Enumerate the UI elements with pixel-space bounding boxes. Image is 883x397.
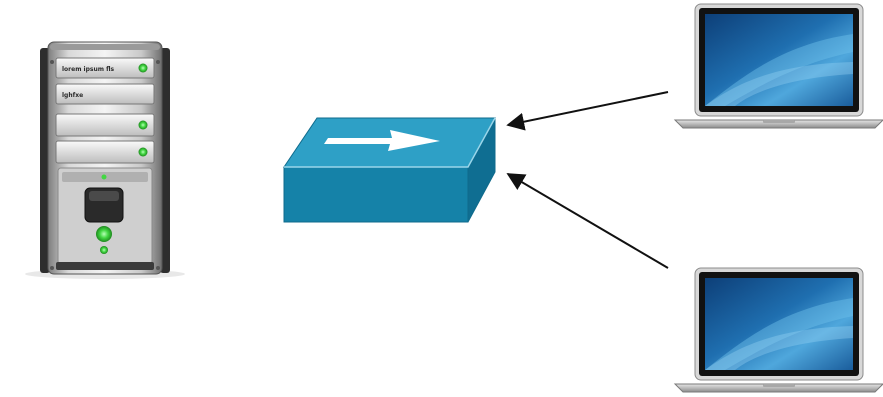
drive-bay-1: lorem ipsum fls [55,57,155,79]
connection-arrow-top [506,91,669,131]
drive-bay-4 [55,140,155,164]
connection-arrow-bottom [506,173,669,269]
drive-bay-2: lghfxe [55,83,155,105]
laptop-icon [673,267,883,393]
laptop-icon [673,3,883,129]
laptop-screen [705,278,853,370]
laptop-screen [705,14,853,106]
power-button-icon [96,226,112,242]
network-switch-icon [283,117,496,223]
status-led-icon [138,63,148,73]
tower-server-icon: lorem ipsum fls lghfxe [25,41,185,279]
status-led-icon [138,147,148,157]
bay-label-1: lorem ipsum fls [62,66,115,73]
drive-bay-3 [55,113,155,137]
bay-label-2: lghfxe [62,92,83,99]
status-led-icon [100,246,108,254]
status-led-icon [101,174,107,180]
status-led-icon [138,120,148,130]
forward-arrow-icon [324,130,440,151]
